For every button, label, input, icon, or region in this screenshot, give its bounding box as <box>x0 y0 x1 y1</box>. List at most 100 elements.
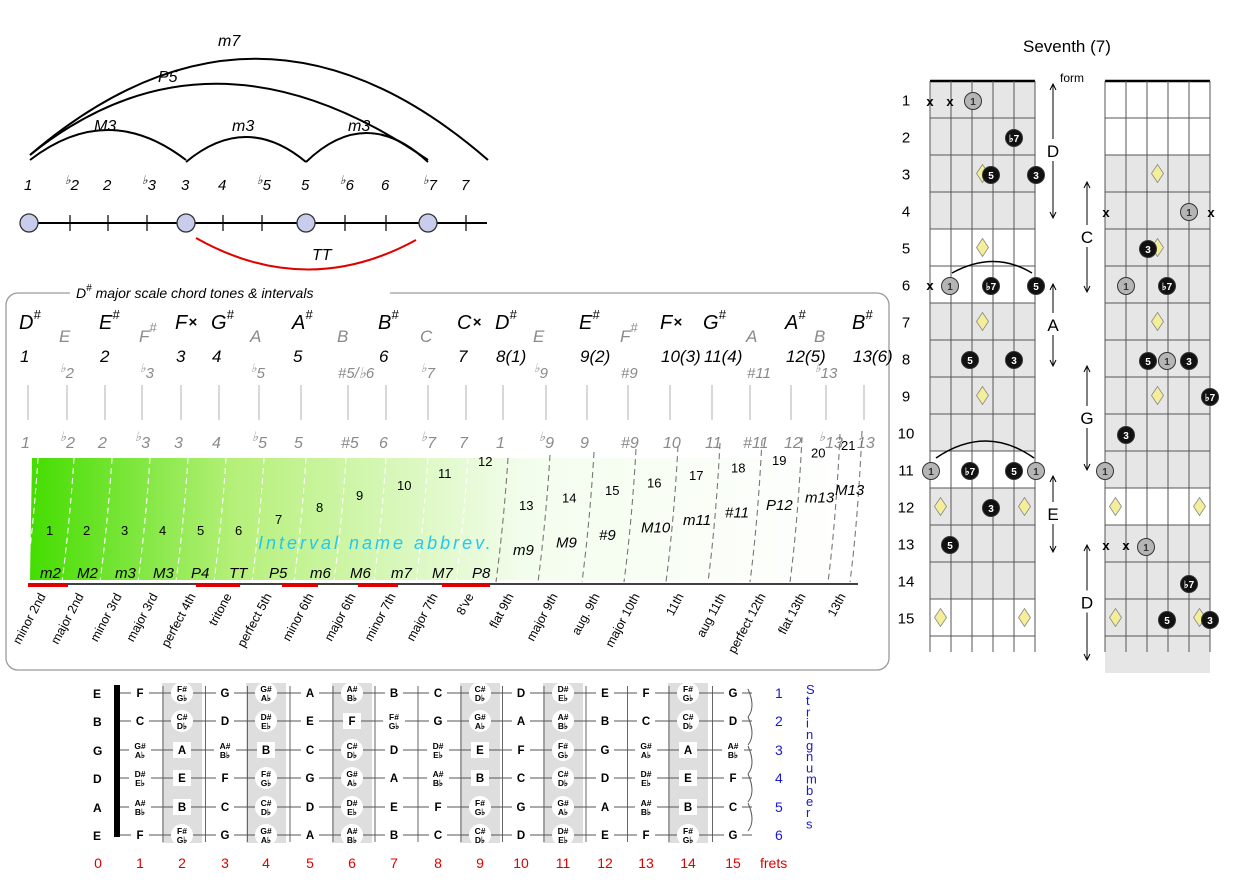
interval-abbrev: P12 <box>766 497 793 514</box>
chord-tone-label: 5 <box>1033 282 1039 293</box>
muted-string-mark: x <box>1102 205 1110 220</box>
interval-full-name: major 7th <box>404 591 441 644</box>
fret-inlay <box>976 385 989 406</box>
fret-note-enharmonic: D♭ <box>683 721 693 731</box>
string-label-letter: r <box>806 805 811 820</box>
fret-note: E <box>601 830 609 842</box>
interval-full-name: major 3rd <box>124 591 161 644</box>
scale-note-name: D# <box>19 307 41 334</box>
nut <box>114 685 120 837</box>
chord-tone-dot-fifth <box>982 166 1000 184</box>
interval-abbrev: m7 <box>391 565 412 582</box>
fret-note-enharmonic: B♭ <box>641 807 651 817</box>
semitone-divider <box>707 442 721 583</box>
fret-note: C <box>642 716 650 728</box>
scale-note-name: B# <box>852 307 873 334</box>
scale-note-name: E# <box>579 307 600 334</box>
chord-tone-dot-root <box>1180 203 1198 221</box>
string-number: 4 <box>775 770 783 786</box>
fret-note: C <box>434 688 442 700</box>
lower-degree-label: #5 <box>341 435 359 452</box>
chord-tone-dot-seventh <box>1180 575 1198 593</box>
fret-note: D# <box>261 712 272 722</box>
chord-tone-label: ♭7 <box>1184 580 1195 591</box>
interval-abbrev: m2 <box>40 565 61 582</box>
chord-tone-label: 1 <box>970 97 976 108</box>
fret-row-number: 11 <box>898 463 914 480</box>
chord-tone-marker <box>418 213 438 233</box>
chord-tone-label: ♭7 <box>1162 282 1173 293</box>
fret-note-enharmonic: E♭ <box>558 835 568 845</box>
fret-note: C# <box>177 712 188 722</box>
fret-note: G <box>221 688 230 700</box>
scale-note-name: B <box>337 327 348 346</box>
fret-note-enharmonic: D♭ <box>347 750 357 760</box>
semitone-divider <box>849 430 863 583</box>
lower-degree-label: #11 <box>743 435 769 452</box>
chord-tone-label: ♭7 <box>965 467 976 478</box>
semitone-count: 2 <box>83 523 90 538</box>
interval-full-name: aug 11th <box>694 591 729 640</box>
chord-tone-label: 5 <box>1164 616 1170 627</box>
interval-full-name: minor 2nd <box>10 591 48 647</box>
fret-column-shade <box>543 683 583 843</box>
fret-note: F# <box>389 712 399 722</box>
string-label-letter: m <box>806 772 817 787</box>
muted-string-mark: x <box>926 94 934 109</box>
semitone-divider <box>537 454 551 583</box>
muted-string-mark: x <box>926 278 934 293</box>
fret-note-enharmonic: G♭ <box>177 693 188 703</box>
fret-number: 14 <box>680 855 696 871</box>
arc-label-m3-major: M3 <box>94 118 116 135</box>
chord-tone-marker <box>19 213 39 233</box>
fret-note: C# <box>347 741 358 751</box>
chord-tone-label: 1 <box>1186 208 1192 219</box>
fret-note: D# <box>347 798 358 808</box>
scale-degree: #11 <box>747 365 771 382</box>
fret-row-number: 5 <box>902 241 910 258</box>
fret-column-shade <box>246 683 286 843</box>
chord-tone-label: 1 <box>928 467 934 478</box>
lower-degree-label: ♭5 <box>252 429 267 452</box>
scale-note-name: A <box>249 327 261 346</box>
semitone-divider <box>293 457 307 583</box>
fret-note: D# <box>558 684 569 694</box>
fret-note: D <box>306 802 314 814</box>
semitone-count: 1 <box>46 523 53 538</box>
scale-degree-label: 4 <box>218 177 226 194</box>
scale-degree-label: 7 <box>461 177 470 194</box>
scale-degree: 4 <box>212 347 221 366</box>
fret-number: 15 <box>725 855 741 871</box>
interval-full-name: aug. 9th <box>569 591 603 638</box>
chord-tone-label: 3 <box>988 504 994 515</box>
semitone-count: 14 <box>562 491 576 506</box>
fret-row-number: 10 <box>898 426 915 443</box>
fret-note: G <box>306 773 315 785</box>
scale-degree: 12(5) <box>786 347 826 366</box>
scale-degree-label: ♭5 <box>257 173 272 194</box>
scale-degree: 5 <box>293 347 303 366</box>
fret-note: F# <box>558 741 568 751</box>
string-label-letter: g <box>806 738 813 753</box>
scale-degree: 9(2) <box>580 347 610 366</box>
interval-full-name: 11th <box>663 591 686 618</box>
interval-abbrev: M10 <box>641 520 671 537</box>
fret-note-enharmonic: G♭ <box>683 693 694 703</box>
muted-string-mark: x <box>1102 538 1110 553</box>
fret-note: G# <box>346 769 358 779</box>
chord-tone-dot-root <box>941 277 959 295</box>
interval-full-name: major 10th <box>603 591 643 650</box>
interval-full-name: major 2nd <box>48 591 86 647</box>
interval-full-name: major 9th <box>524 591 561 644</box>
chord-tone-dot-seventh <box>1005 129 1023 147</box>
semitone-divider <box>175 457 189 583</box>
fret-note: F# <box>261 769 271 779</box>
fret-note-enharmonic: A♭ <box>135 750 145 760</box>
caged-form-label: E <box>1047 505 1058 524</box>
open-string-note: D <box>93 772 102 786</box>
interval-full-name: perfect 5th <box>235 591 275 650</box>
fret-row-number: 1 <box>902 93 910 110</box>
interval-abbrev: m9 <box>513 542 534 559</box>
caged-form-label: D <box>1047 142 1059 161</box>
fret-note-enharmonic: G♭ <box>389 721 400 731</box>
